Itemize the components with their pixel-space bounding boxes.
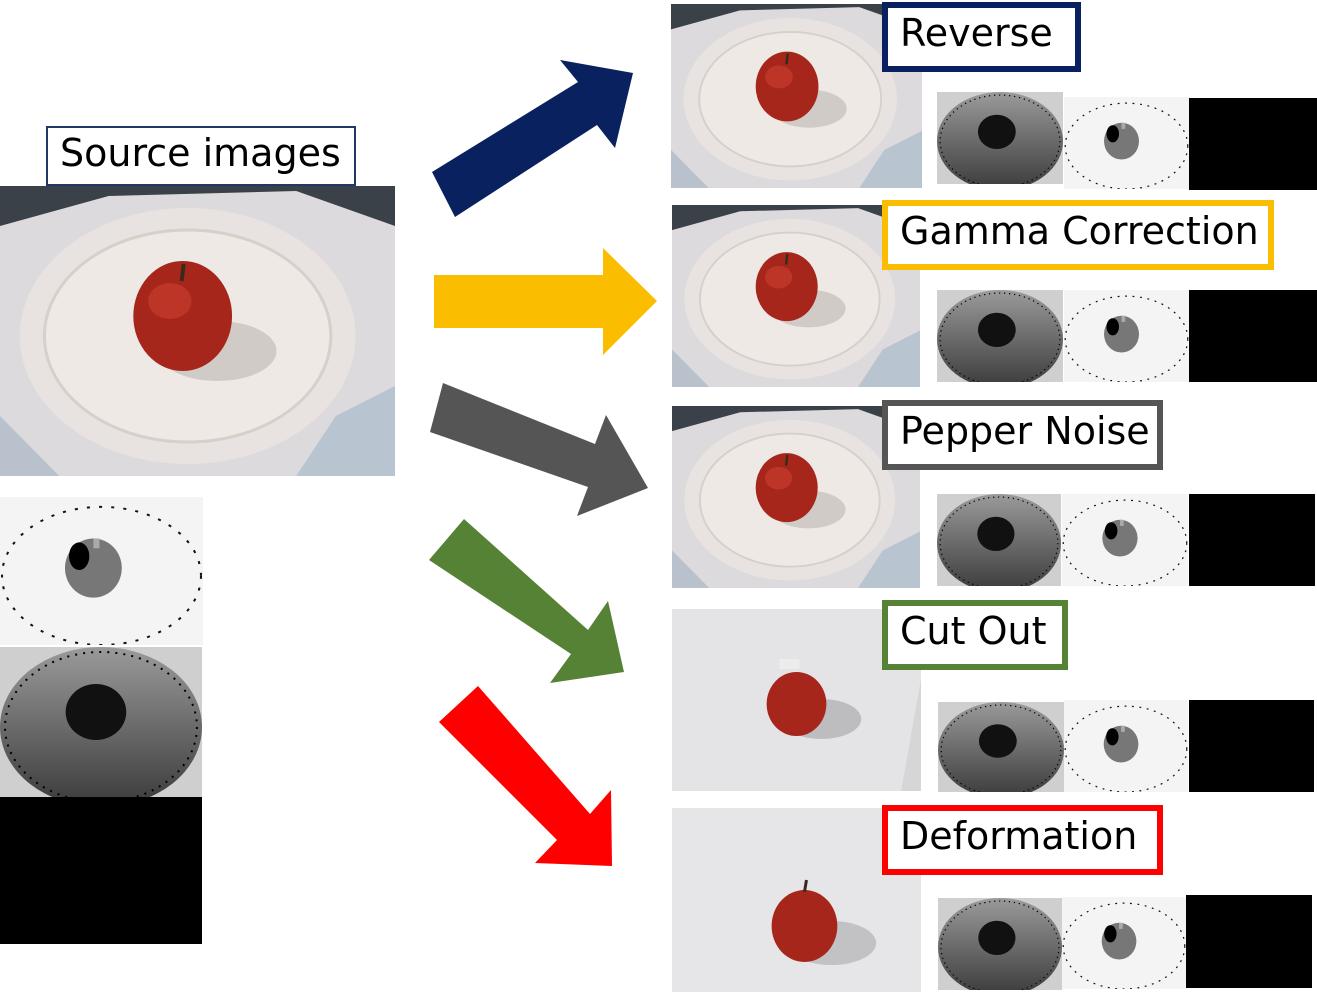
reverse-depth-light bbox=[1064, 97, 1189, 189]
pepper-noise-label-text: Pepper Noise bbox=[900, 409, 1150, 453]
gamma-correction-depth-dark bbox=[937, 290, 1063, 382]
deformation-mask bbox=[1186, 895, 1312, 988]
gamma-correction-mask bbox=[1189, 290, 1317, 382]
cut-out-mask bbox=[1189, 700, 1314, 792]
gamma-correction-depth-light bbox=[1064, 290, 1189, 382]
source-mask-image bbox=[0, 797, 202, 944]
cut-out-label: Cut Out bbox=[882, 600, 1068, 670]
cut-out-rgb-image bbox=[672, 609, 921, 791]
reverse-label-text: Reverse bbox=[900, 11, 1053, 55]
pepper-noise-depth-light bbox=[1062, 494, 1188, 586]
source-images-label: Source images bbox=[46, 126, 356, 186]
reverse-mask bbox=[1189, 98, 1317, 190]
source-images-label-text: Source images bbox=[60, 131, 341, 175]
arrow-reverse bbox=[432, 60, 633, 217]
arrow-gamma-correction bbox=[434, 248, 657, 355]
source-depth-image-dark bbox=[0, 647, 202, 797]
deformation-label: Deformation bbox=[882, 805, 1163, 875]
arrow-deformation bbox=[439, 686, 612, 866]
pepper-noise-depth-dark bbox=[937, 494, 1061, 586]
pepper-noise-mask bbox=[1189, 494, 1315, 586]
cut-out-depth-light bbox=[1064, 700, 1188, 792]
pepper-noise-label: Pepper Noise bbox=[882, 400, 1163, 470]
deformation-depth-dark bbox=[938, 898, 1062, 990]
gamma-correction-label-text: Gamma Correction bbox=[900, 209, 1259, 253]
source-depth-image-light bbox=[0, 497, 203, 645]
gamma-correction-label: Gamma Correction bbox=[882, 200, 1274, 270]
deformation-rgb-image bbox=[672, 808, 921, 992]
deformation-label-text: Deformation bbox=[900, 814, 1138, 858]
arrow-pepper-noise bbox=[430, 383, 648, 516]
arrow-cut-out bbox=[429, 519, 624, 683]
reverse-depth-dark bbox=[937, 92, 1063, 184]
deformation-depth-light bbox=[1062, 897, 1186, 989]
reverse-label: Reverse bbox=[882, 2, 1081, 72]
cut-out-label-text: Cut Out bbox=[900, 609, 1047, 653]
source-rgb-image bbox=[0, 186, 395, 476]
cut-out-depth-dark bbox=[938, 702, 1064, 792]
